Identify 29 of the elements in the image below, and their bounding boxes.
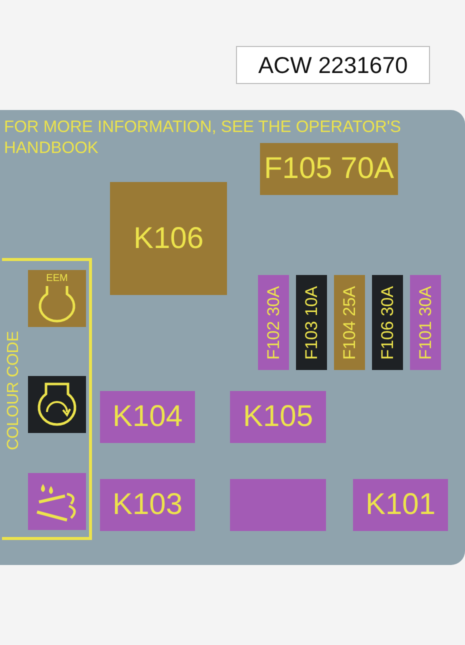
fuse-rating: F106 30A (378, 286, 398, 360)
relay-id: K101 (365, 488, 436, 522)
relay-label (260, 143, 398, 195)
blank-relay-label (230, 479, 326, 531)
colour-code-tile (28, 376, 86, 433)
relay-label (230, 391, 326, 443)
fuse-label (334, 275, 365, 370)
fuse-rating: F103 10A (302, 286, 322, 360)
part-number-sticker: ACW 2231670 (236, 46, 430, 84)
relay-label (100, 479, 195, 531)
fuse-rating: F102 30A (264, 286, 284, 360)
fuse-rating: F104 25A (340, 286, 360, 360)
colour-code-panel (2, 258, 92, 540)
colour-code-tile (28, 270, 86, 327)
fuse-label (372, 275, 403, 370)
relay-id: K104 (112, 400, 183, 434)
tile-caption: EEM (46, 274, 68, 284)
fuse-rating: F101 30A (416, 286, 436, 360)
fuse-label (258, 275, 289, 370)
relay-label (100, 391, 195, 443)
relay-label (110, 182, 227, 295)
relay-id: K105 (242, 400, 314, 434)
relay-label (353, 479, 448, 531)
relay-id: K106 (133, 222, 204, 256)
panel-title: COLOUR CODE (5, 331, 23, 450)
colour-code-tile (28, 473, 86, 530)
fuse-label (296, 275, 327, 370)
relay-id: K103 (112, 488, 183, 522)
fuse-label (410, 275, 441, 370)
